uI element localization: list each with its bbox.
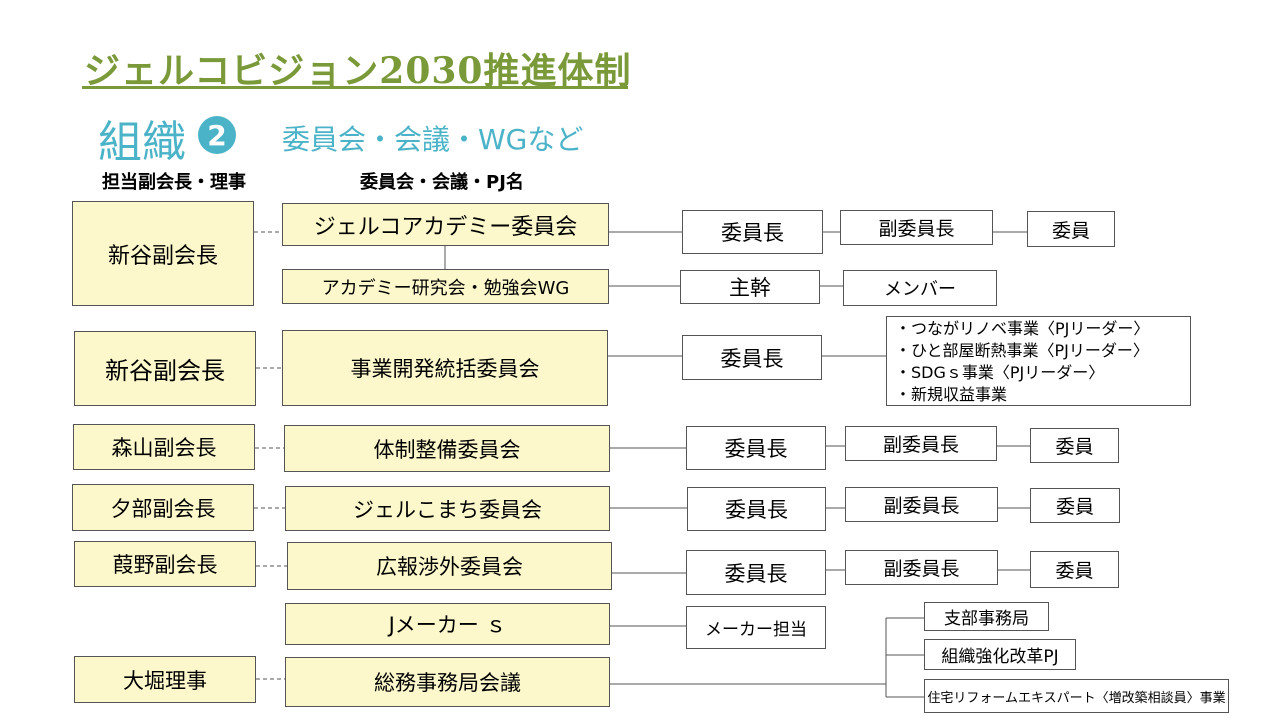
vice-chair-role-box: 副委員長 bbox=[845, 426, 997, 461]
project-item: ・新規収益事業 bbox=[895, 385, 1008, 404]
secretariat-unit-box: 住宅リフォームエキスパート〈増改築相談員〉事業 bbox=[924, 679, 1229, 713]
member-role-box: 委員 bbox=[1030, 488, 1120, 523]
committee-box: 事業開発統括委員会 bbox=[282, 330, 608, 406]
committee-box: 体制整備委員会 bbox=[284, 425, 610, 472]
member-role-box: 委員 bbox=[1030, 428, 1119, 463]
officer-box: 森山副会長 bbox=[73, 424, 255, 470]
officer-box: 夕部副会長 bbox=[72, 484, 254, 531]
leader-role-box: 主幹 bbox=[680, 270, 820, 304]
title-underline bbox=[82, 86, 628, 89]
officer-box: 大堀理事 bbox=[74, 656, 256, 703]
committee-column-header: 委員会・会議・PJ名 bbox=[360, 172, 524, 193]
chair-role-box: 委員長 bbox=[682, 335, 822, 380]
project-item: ・SDGｓ事業〈PJリーダー〉 bbox=[895, 363, 1105, 382]
members-role-box: メンバー bbox=[843, 270, 997, 306]
committee-box: アカデミー研究会・勉強会WG bbox=[282, 269, 609, 304]
vice-chair-role-box: 副委員長 bbox=[840, 210, 993, 245]
officer-box: 葭野副会長 bbox=[74, 541, 256, 587]
chair-role-box: 委員長 bbox=[687, 487, 826, 531]
chair-role-box: 委員長 bbox=[686, 550, 826, 595]
section-subtitle: 委員会・会議・WGなど bbox=[282, 123, 584, 156]
chair-role-box: 委員長 bbox=[686, 426, 826, 470]
vice-chair-role-box: 副委員長 bbox=[845, 487, 998, 522]
secretariat-unit-box: 組織強化改革PJ bbox=[924, 639, 1076, 670]
member-role-box: 委員 bbox=[1030, 551, 1119, 588]
committee-box: 広報渉外委員会 bbox=[287, 542, 612, 590]
committee-box: Jメーカー ｓ bbox=[285, 603, 610, 645]
project-item: ・ひと部屋断熱事業〈PJリーダー〉 bbox=[895, 341, 1149, 360]
maker-liaison-role-box: メーカー担当 bbox=[686, 606, 826, 649]
officer-box: 新谷副会長 bbox=[72, 201, 254, 306]
chair-role-box: 委員長 bbox=[682, 210, 823, 254]
committee-box: ジェルコアカデミー委員会 bbox=[282, 203, 609, 246]
secretariat-unit-box: 支部事務局 bbox=[924, 602, 1049, 631]
committee-box: ジェルこまち委員会 bbox=[285, 486, 610, 531]
officer-column-header: 担当副会長・理事 bbox=[102, 172, 246, 193]
member-role-box: 委員 bbox=[1027, 211, 1115, 247]
section-title: 組織 bbox=[98, 117, 186, 168]
vice-chair-role-box: 副委員長 bbox=[845, 550, 998, 585]
committee-box: 総務事務局会議 bbox=[285, 657, 610, 707]
project-list-box: ・つながリノベ事業〈PJリーダー〉 ・ひと部屋断熱事業〈PJリーダー〉 ・SDG… bbox=[886, 316, 1191, 406]
officer-box: 新谷副会長 bbox=[74, 331, 256, 406]
project-item: ・つながリノベ事業〈PJリーダー〉 bbox=[895, 319, 1150, 338]
page-title: ジェルコビジョン2030推進体制 bbox=[84, 50, 632, 92]
section-number-badge: 2 bbox=[198, 116, 236, 154]
